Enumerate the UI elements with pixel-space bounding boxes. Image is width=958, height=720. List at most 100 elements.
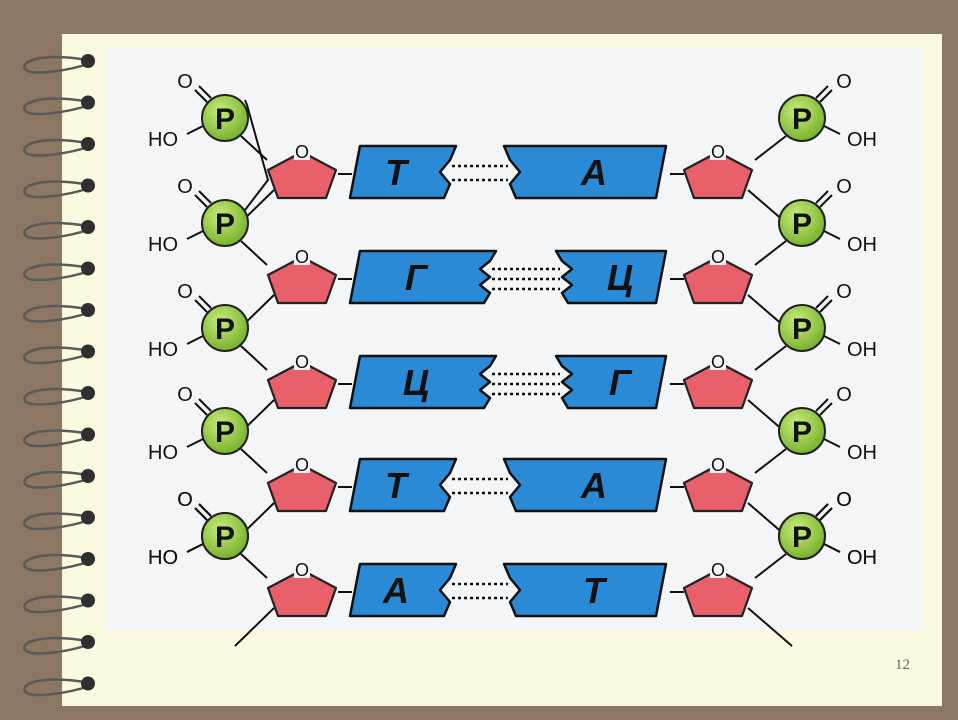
hydroxyl-label: OH	[847, 442, 877, 464]
base-group: А	[504, 146, 666, 198]
phosphate-label: P	[792, 313, 812, 346]
oxygen-label: O	[836, 176, 852, 198]
base-letter: Т	[385, 465, 410, 506]
phosphate-label: P	[792, 103, 812, 136]
phosphate-label: P	[792, 521, 812, 554]
ring-oxygen-label: O	[295, 560, 309, 580]
phosphate-label: P	[215, 521, 235, 554]
sugar-group: O	[684, 142, 752, 198]
base-letter: Т	[583, 570, 608, 611]
phosphate-group: PO HO	[148, 489, 248, 569]
oxygen-label: O	[177, 71, 193, 93]
oxygen-label: O	[177, 489, 193, 511]
base-letter: Ц	[403, 362, 429, 403]
single-bond	[187, 336, 203, 344]
backbone-link	[755, 136, 786, 160]
single-bond	[824, 336, 840, 344]
oxygen-label: O	[177, 176, 193, 198]
phosphate-label: P	[792, 208, 812, 241]
base-letter: Г	[405, 257, 429, 298]
backbone-link	[235, 608, 274, 646]
oxygen-label: O	[836, 281, 852, 303]
base-group: А	[504, 459, 666, 511]
base-group: А	[350, 564, 456, 616]
hydroxyl-label: OH	[847, 234, 877, 256]
backbone-link	[748, 608, 792, 646]
hydroxyl-label: OH	[847, 339, 877, 361]
single-bond	[187, 544, 203, 552]
single-bond	[824, 231, 840, 239]
base-group: Г	[350, 251, 496, 303]
oxygen-label: O	[177, 384, 193, 406]
single-bond	[187, 126, 203, 134]
ring-oxygen-label: O	[711, 455, 725, 475]
base-letter: Т	[385, 152, 410, 193]
sugar-group: O	[684, 247, 752, 303]
phosphate-label: P	[215, 103, 235, 136]
phosphate-group: PO HO	[148, 176, 248, 256]
base-letter: А	[382, 570, 409, 611]
single-bond	[824, 544, 840, 552]
single-bond	[187, 439, 203, 447]
phosphate-group: P O OH	[779, 384, 877, 464]
hydroxyl-label: HO	[148, 339, 178, 361]
phosphate-label: P	[215, 313, 235, 346]
backbone-link	[755, 346, 786, 370]
phosphate-label: P	[215, 416, 235, 449]
ring-oxygen-label: O	[711, 560, 725, 580]
backbone-link	[241, 554, 267, 578]
phosphate-group: PO HO	[148, 71, 248, 151]
phosphate-group: P O OH	[779, 71, 877, 151]
hydroxyl-label: HO	[148, 442, 178, 464]
base-group: Ц	[350, 356, 496, 408]
single-bond	[824, 126, 840, 134]
sugar-group: O	[684, 455, 752, 511]
backbone-link	[241, 136, 267, 160]
hydroxyl-label: HO	[148, 129, 178, 151]
phosphate-label: P	[215, 208, 235, 241]
sugar-group: O	[268, 247, 336, 303]
nucleotide-pair-row: OOЦГPOHOPOOH	[148, 281, 877, 438]
base-letter: Ц	[607, 257, 633, 298]
hydroxyl-label: HO	[148, 547, 178, 569]
hydroxyl-label: OH	[847, 129, 877, 151]
ring-oxygen-label: O	[711, 142, 725, 162]
sugar-group: O	[268, 352, 336, 408]
nucleotide-pair-row: OOГЦPOHOPOOH	[148, 176, 877, 333]
base-group: Г	[556, 356, 666, 408]
ring-oxygen-label: O	[295, 247, 309, 267]
backbone-link	[755, 241, 786, 265]
ring-oxygen-label: O	[295, 142, 309, 162]
ring-oxygen-label: O	[295, 455, 309, 475]
ring-oxygen-label: O	[711, 247, 725, 267]
phosphate-label: P	[792, 416, 812, 449]
single-bond	[824, 439, 840, 447]
backbone-link	[241, 346, 267, 370]
hydroxyl-label: HO	[148, 234, 178, 256]
backbone-link	[241, 241, 267, 265]
oxygen-label: O	[836, 71, 852, 93]
backbone-link	[241, 449, 267, 473]
base-group: Т	[350, 459, 456, 511]
ring-oxygen-label: O	[711, 352, 725, 372]
phosphate-group: PO HO	[148, 384, 248, 464]
phosphate-group: PO HO	[148, 281, 248, 361]
sugar-group: O	[268, 142, 336, 198]
hydroxyl-label: OH	[847, 547, 877, 569]
base-letter: А	[580, 152, 607, 193]
oxygen-label: O	[836, 489, 852, 511]
phosphate-group: P O OH	[779, 281, 877, 361]
single-bond	[187, 231, 203, 239]
phosphate-group: P O OH	[779, 489, 877, 569]
sugar-group: O	[684, 352, 752, 408]
oxygen-label: O	[836, 384, 852, 406]
sugar-group: O	[268, 560, 336, 616]
page-number: 12	[895, 657, 910, 674]
ring-oxygen-label: O	[295, 352, 309, 372]
oxygen-label: O	[177, 281, 193, 303]
backbone-link	[755, 554, 786, 578]
base-letter: А	[580, 465, 607, 506]
